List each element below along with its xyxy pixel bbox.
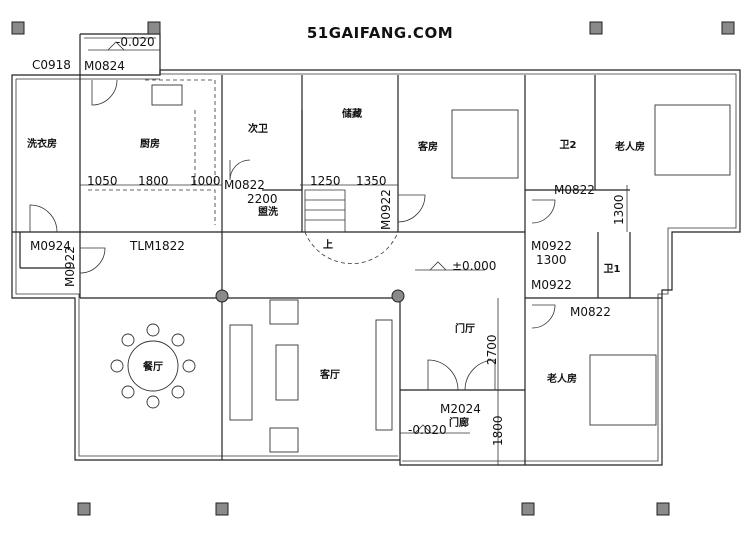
code-m0822-c: M0822 — [570, 305, 611, 319]
dim-2700: 2700 — [485, 334, 499, 365]
dim-1050: 1050 — [87, 174, 118, 188]
code-m0824: M0824 — [84, 59, 125, 73]
room-wc2: 卫2 — [560, 139, 577, 151]
room-elder-top: 老人房 — [614, 140, 645, 153]
room-kitchen: 厨房 — [140, 137, 160, 150]
dimensions: 1050 1800 1000 1250 1350 2200 1300 1300 … — [80, 174, 628, 465]
code-m0922-left-v: M0922 — [63, 246, 77, 287]
code-m0922-v: M0922 — [379, 189, 393, 230]
dim-1300-v: 1300 — [612, 194, 626, 225]
room-laundry: 洗衣房 — [27, 137, 57, 150]
structural-columns — [11, 21, 735, 516]
dim-1800: 1800 — [138, 174, 169, 188]
code-c0918: C0918 — [32, 58, 71, 72]
beds — [451, 104, 731, 426]
code-m0922-d: M0922 — [531, 278, 572, 292]
door-swings — [29, 79, 556, 391]
dim-1300-h: 1300 — [536, 253, 567, 267]
room-porch: 门廊 — [449, 416, 469, 429]
dim-1000: 1000 — [190, 174, 221, 188]
room-dining: 餐厅 — [142, 360, 163, 373]
dim-1800-v: 1800 — [491, 415, 505, 446]
room-wc1: 卫1 — [604, 263, 621, 275]
dining-table — [110, 323, 196, 409]
stair-up-label: 上 — [323, 238, 333, 251]
code-tlm1822: TLM1822 — [129, 239, 185, 253]
door-codes: C0918 M0824 M0822 M0922 M0822 M0924 M092… — [30, 58, 611, 416]
level-markers: -0.020 ±0.000 -0.020 — [88, 35, 496, 437]
room-second-wc: 次卫 — [248, 122, 268, 135]
code-m0822-a: M0822 — [224, 178, 265, 192]
dim-2200: 2200 — [247, 192, 278, 206]
level-main: ±0.000 — [452, 259, 496, 273]
room-guest: 客房 — [417, 140, 438, 153]
code-m0822-b: M0822 — [554, 183, 595, 197]
code-m0924: M0924 — [30, 239, 71, 253]
room-storage: 储藏 — [341, 107, 362, 120]
exterior-walls — [11, 33, 741, 466]
level-top: -0.020 — [116, 35, 155, 49]
dim-1250: 1250 — [310, 174, 341, 188]
code-m0922-c: M0922 — [531, 239, 572, 253]
site-logo: 51GAIFANG.COM — [307, 24, 453, 42]
interior-walls — [12, 75, 662, 465]
room-foyer: 门厅 — [455, 322, 475, 335]
room-washbasin: 盥洗 — [258, 205, 278, 218]
kitchen-counter — [88, 79, 216, 225]
code-m2024: M2024 — [440, 402, 481, 416]
level-porch: -0.020 — [408, 423, 447, 437]
dim-1350: 1350 — [356, 174, 387, 188]
room-living: 客厅 — [319, 368, 340, 381]
stair — [304, 189, 399, 264]
room-elder-bottom: 老人房 — [546, 372, 577, 385]
living-furniture — [229, 299, 393, 453]
room-labels: 洗衣房 厨房 次卫 储藏 客房 卫2 老人房 盥洗 上 卫1 餐厅 客厅 门厅 … — [27, 107, 645, 429]
